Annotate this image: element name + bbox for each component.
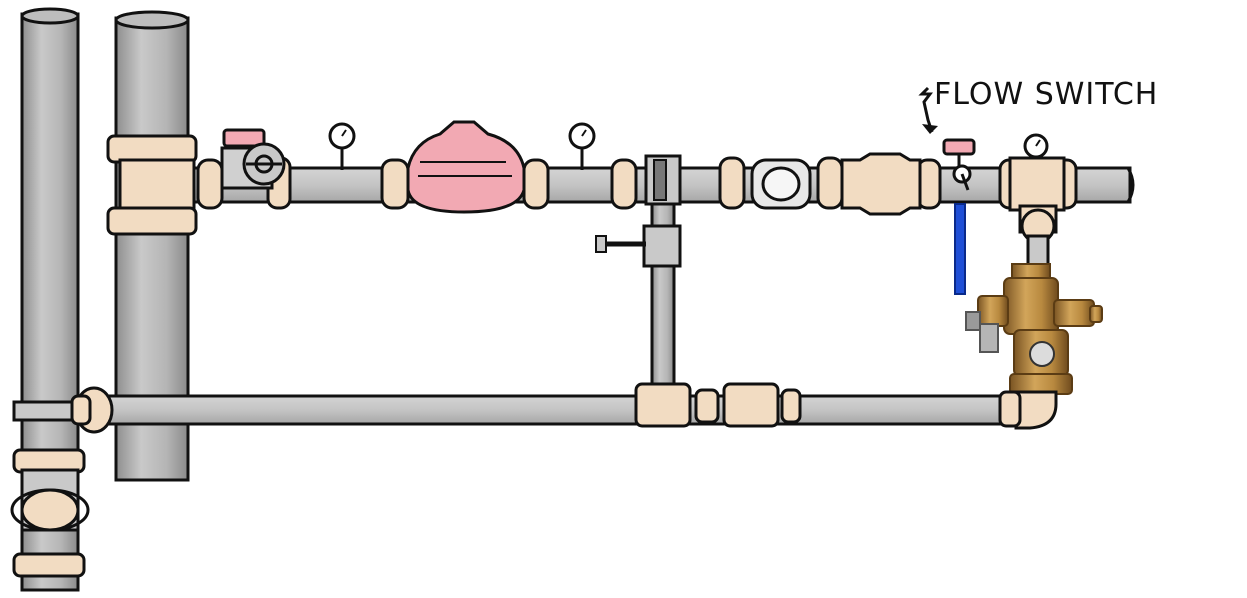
bottom-drain-pipe xyxy=(102,394,1020,426)
left-pipe-fittings xyxy=(10,448,90,578)
ball-valve-icon xyxy=(954,203,966,295)
flow-switch-icon xyxy=(942,138,976,191)
pressure-gauge-icon xyxy=(568,122,596,170)
flow-switch-label: FLOW SWITCH xyxy=(934,77,1158,112)
left-pipe-connection xyxy=(12,386,114,434)
alarm-check-valve xyxy=(406,120,526,214)
gate-valve xyxy=(220,128,286,190)
pressure-gauge-icon xyxy=(328,122,356,170)
right-tee-fitting xyxy=(1008,156,1066,268)
bottom-pipe-fittings xyxy=(634,382,1022,428)
brass-backflow-valve-icon xyxy=(965,263,1103,395)
check-valve-icon xyxy=(840,152,922,216)
drain-branch-pipe xyxy=(595,154,682,390)
sight-glass-union xyxy=(750,158,812,210)
bottom-elbow-fitting xyxy=(1014,390,1058,430)
riser-tee-fitting xyxy=(106,134,198,236)
flow-switch-callout: FLOW SWITCH xyxy=(918,77,1158,134)
